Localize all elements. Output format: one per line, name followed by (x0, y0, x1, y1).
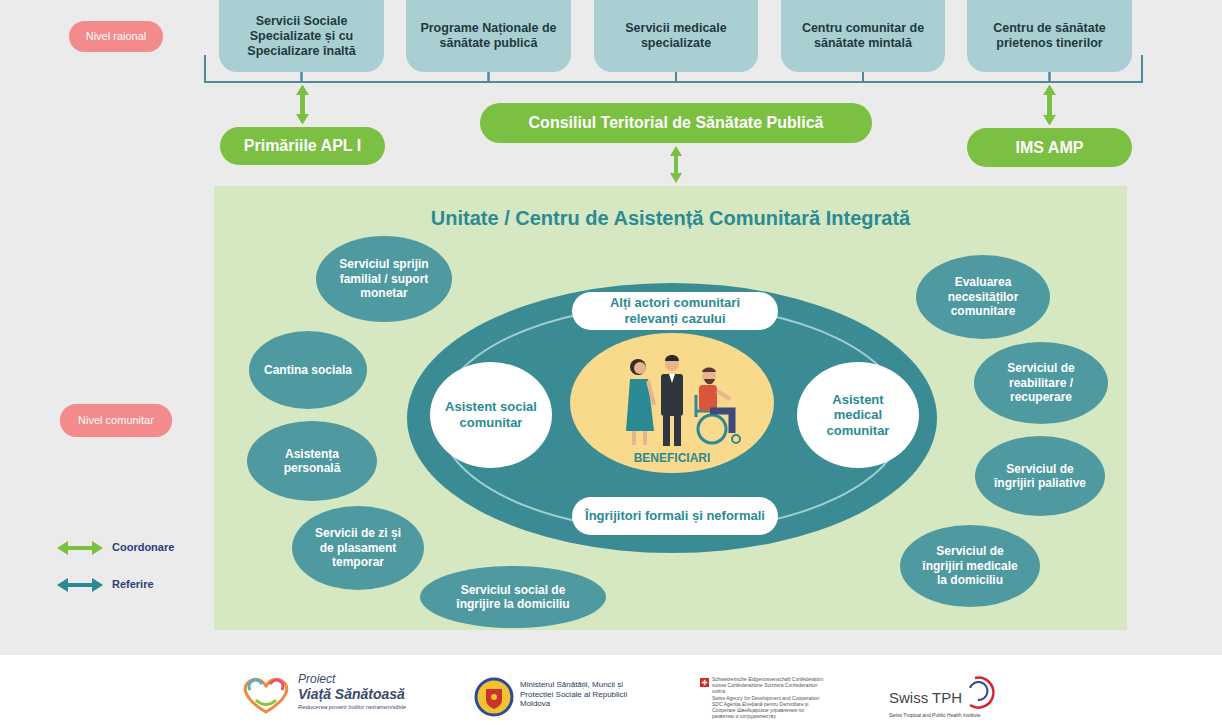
node-text: Consiliul Teritorial de Sănătate Publică (529, 113, 824, 132)
level-tag: Nivel comunitar (60, 404, 172, 437)
node-text: Serviciul de reabilitare / recuperare (990, 361, 1092, 404)
service-circle: Cantina sociala (249, 331, 367, 409)
logo-hearts (245, 679, 287, 712)
woman-figure (626, 359, 654, 445)
logo-small-text: Schweizerische Eidgenossenschaft Confédé… (712, 676, 824, 694)
coordination-arrow (297, 72, 489, 124)
district-service-box: Programe Naționale de sănătate publică (406, 0, 571, 72)
node-text: Asistent social comunitar (445, 399, 537, 430)
logo-text: Viață Sănătoasă (298, 686, 438, 703)
node-text: Evaluarea necesităților comunitare (932, 275, 1034, 318)
actor-pill: Îngrijitori formali și neformali (572, 497, 778, 535)
coordination-arrow (863, 72, 1056, 125)
logo-small-text: Swiss Tropical and Public Health Institu… (889, 712, 1019, 718)
node-text: Centru de sănătate prietenos tinerilor (977, 21, 1122, 51)
node-text: Cantina sociala (264, 363, 352, 377)
district-service-box: Centru de sănătate prietenos tinerilor (967, 0, 1132, 72)
node-text: Îngrijitori formali și neformali (585, 508, 765, 524)
node-text: Unitate / Centru de Asistență Comunitară… (214, 206, 1127, 230)
coordination-arrow (1044, 72, 1056, 125)
legend-text: Coordonare (112, 541, 174, 553)
node-text: Asistența personală (263, 447, 361, 476)
node-text: Asistent medical comunitar (812, 392, 904, 439)
logo-tph-arc (970, 678, 993, 708)
node-text: Serviciul de îngrijiri medicale la domic… (917, 544, 1023, 587)
node-text: Serviciul sprijin familial / suport mone… (332, 257, 436, 300)
node-text: Servicii medicale specializate (604, 21, 748, 51)
logo-swiss-flag (700, 678, 709, 687)
node-text: Centru comunitar de sănătate mintală (791, 21, 935, 51)
logo-text: Swiss TPH (889, 689, 969, 707)
service-circle: Evaluarea necesităților comunitare (916, 255, 1050, 339)
legend-sample-referral (57, 578, 103, 592)
community-center-panel: Unitate / Centru de Asistență Comunitară… (214, 186, 1127, 630)
node-text: BENEFICIARI (634, 451, 711, 465)
service-circle: Serviciul de reabilitare / recuperare (974, 342, 1108, 424)
coordination-box: Consiliul Teritorial de Sănătate Publică (480, 103, 872, 143)
node-text: Alți actori comunitari relevanți cazului (582, 295, 768, 326)
logo-text: Ministerul Sănătății, Muncii și Protecți… (520, 680, 632, 709)
service-circle: Serviciul de îngrijiri paliative (975, 436, 1105, 516)
logo-coat-of-arms (476, 679, 512, 715)
actor-pill: Alți actori comunitari relevanți cazului (572, 292, 778, 330)
legend-text: Referire (112, 578, 154, 590)
beneficiaries-ellipse: BENEFICIARI (570, 333, 774, 473)
node-text: IMS AMP (1016, 138, 1084, 157)
node-text: Servicii Sociale Specializate și cu Spec… (229, 14, 374, 59)
node-text: Servicii de zi și de plasament temporar (308, 526, 408, 569)
wheelchair-figure (696, 368, 740, 444)
district-service-box: Servicii Sociale Specializate și cu Spec… (219, 0, 384, 72)
service-circle: Serviciul sprijin familial / suport mone… (316, 236, 452, 322)
district-service-box: Centru comunitar de sănătate mintală (781, 0, 945, 72)
logo-text: Proiect (298, 672, 418, 686)
man-figure (661, 355, 683, 446)
service-circle: Serviciul de îngrijiri medicale la domic… (900, 525, 1040, 607)
node-text: Nivel raional (86, 30, 147, 43)
actor-circle: Asistent social comunitar (430, 362, 552, 468)
actor-circle: Asistent medical comunitar (797, 362, 919, 468)
coordination-arrow (670, 146, 682, 183)
node-text: Nivel comunitar (78, 414, 154, 427)
logo-tagline: Reducerea poverii bolilor netransmisibil… (298, 704, 438, 711)
service-circle: Serviciul social de îngrijire la domicil… (420, 566, 606, 628)
level-tag: Nivel raional (69, 21, 163, 52)
coordination-box: Primăriile APL I (220, 127, 385, 165)
node-text: Primăriile APL I (244, 136, 361, 155)
service-circle: Servicii de zi și de plasament temporar (292, 506, 424, 590)
node-text: Serviciul de îngrijiri paliative (991, 462, 1089, 491)
logo-small-text: Swiss Agency for Development and Coopera… (712, 695, 824, 719)
node-text: Programe Naționale de sănătate publică (416, 21, 561, 51)
service-circle: Asistența personală (247, 421, 377, 501)
legend-sample-coordination (57, 541, 103, 555)
district-service-box: Servicii medicale specializate (594, 0, 758, 72)
node-text: Serviciul social de îngrijire la domicil… (442, 583, 584, 612)
coordination-box: IMS AMP (967, 128, 1132, 167)
core-ellipse: Alți actori comunitari relevanți cazului… (407, 283, 937, 553)
